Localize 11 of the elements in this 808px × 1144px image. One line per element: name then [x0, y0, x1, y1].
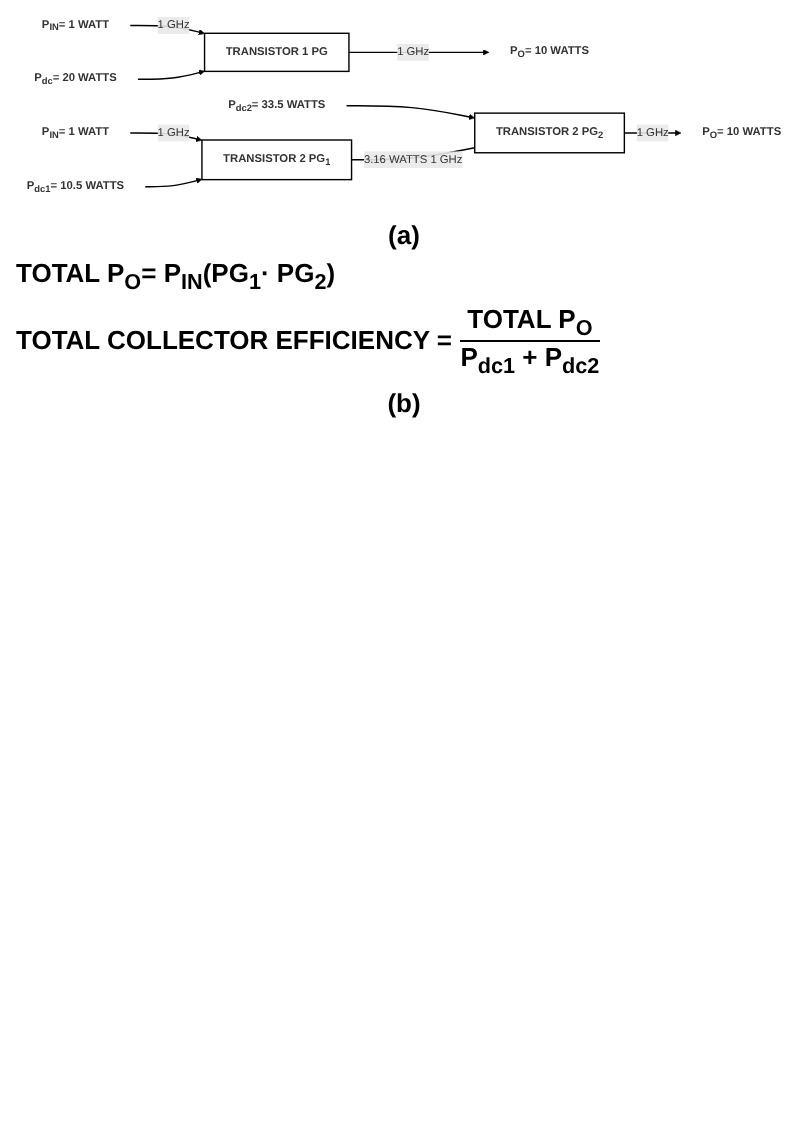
formula-text: TOTAL P$_{O}$= P$_{IN}$(PG$_{1}$· PG$_{2}$) — [16, 258, 336, 289]
formula-text: TOTAL COLLECTOR EFFICIENCY = — [16, 324, 453, 355]
fraction-numerator: TOTAL P$_{O}$ — [459, 303, 601, 343]
figure-caption: (b) — [387, 387, 421, 418]
fraction-denominator: P$_{dc1}$ + P$_{dc2}$ — [460, 342, 600, 380]
arrow — [137, 69, 205, 80]
arrow — [144, 177, 203, 188]
figure-caption: (a) — [388, 220, 420, 251]
arrow — [348, 49, 490, 56]
arrow — [129, 24, 205, 36]
arrow — [345, 105, 476, 120]
